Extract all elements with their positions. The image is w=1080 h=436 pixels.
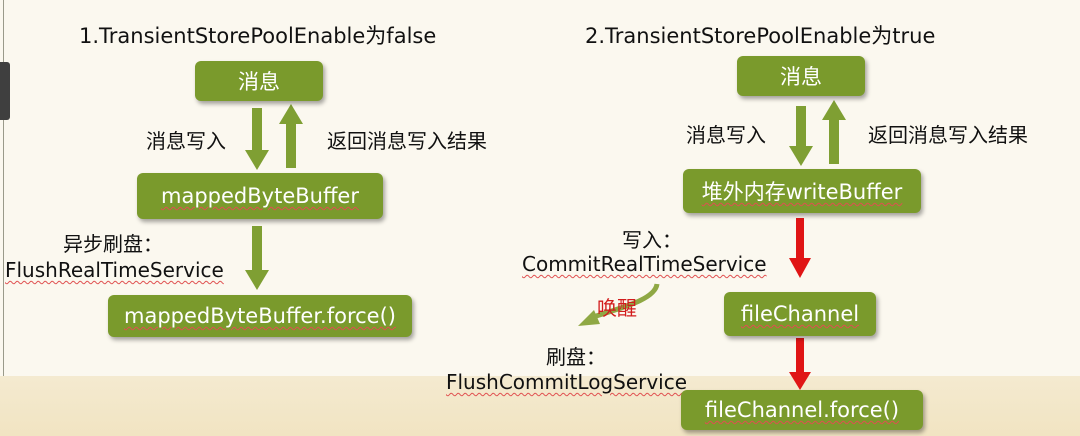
wake-arrow [578, 283, 660, 326]
async-flush-label-line2: FlushRealTimeService [5, 258, 224, 282]
wake-label: 唤醒 [597, 296, 637, 320]
flush-label-line2: FlushCommitLogService [446, 370, 688, 394]
mapped-byte-buffer-force-box: mappedByteBuffer.force() [108, 295, 412, 337]
flush-arrow [789, 338, 811, 390]
side-tab [0, 62, 10, 120]
right-write-arrow [789, 106, 813, 166]
file-channel-force-label: fileChannel.force() [704, 398, 900, 422]
off-heap-write-buffer-box: 堆外内存writeBuffer [683, 169, 921, 213]
slide-left-border [3, 0, 4, 376]
commit-label-line1: 写入： [622, 228, 682, 252]
file-channel-box: fileChannel [724, 292, 876, 336]
right-title: 2.TransientStorePoolEnable为true [585, 24, 936, 48]
right-message-box: 消息 [737, 56, 865, 96]
right-return-arrow [822, 100, 846, 164]
left-write-label: 消息写入 [146, 129, 226, 153]
right-write-label: 消息写入 [686, 123, 766, 147]
right-message-label: 消息 [780, 65, 822, 89]
mapped-byte-buffer-label: mappedByteBuffer [161, 184, 359, 208]
left-title: 1.TransientStorePoolEnable为false [79, 24, 437, 48]
async-flush-label-line1: 异步刷盘： [63, 232, 163, 256]
left-return-label: 返回消息写入结果 [327, 129, 487, 153]
flush-label-line1: 刷盘： [546, 345, 606, 369]
mapped-byte-buffer-box: mappedByteBuffer [137, 173, 383, 219]
mapped-byte-buffer-force-label: mappedByteBuffer.force() [124, 304, 396, 328]
left-return-arrow [279, 104, 303, 168]
left-message-label: 消息 [238, 70, 280, 94]
file-channel-label: fileChannel [740, 302, 860, 326]
right-return-label: 返回消息写入结果 [868, 123, 1028, 147]
commit-arrow [789, 218, 811, 278]
left-async-arrow [245, 226, 269, 290]
left-message-box: 消息 [195, 61, 323, 101]
commit-label-line2: CommitRealTimeService [522, 252, 767, 276]
left-write-arrow [245, 108, 269, 170]
off-heap-write-buffer-label: 堆外内存writeBuffer [701, 180, 903, 204]
file-channel-force-box: fileChannel.force() [681, 390, 923, 430]
